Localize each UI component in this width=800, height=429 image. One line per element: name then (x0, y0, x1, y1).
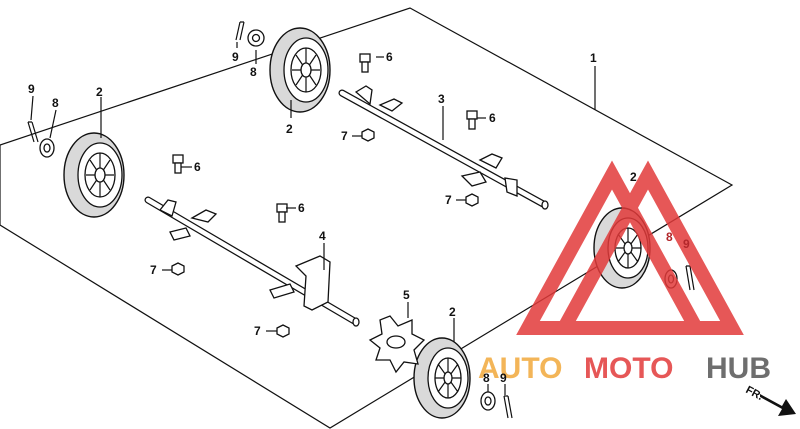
callout-3: 3 (438, 92, 445, 106)
callout-2-upper: 2 (286, 122, 293, 136)
watermark-triangle-right (552, 160, 744, 335)
callout-9-right: 9 (683, 237, 690, 251)
wheel-left (63, 132, 125, 218)
callout-6-left: 6 (194, 160, 201, 174)
callout-9-upper: 9 (232, 50, 239, 64)
callout-7-mid: 7 (445, 193, 452, 207)
bolt-left (172, 154, 184, 174)
watermark-text-hub: HUB (706, 352, 771, 385)
nut-mid (465, 193, 479, 207)
star-plate-hole (386, 335, 406, 349)
callout-9-bottom: 9 (500, 371, 507, 385)
cotter-pin-bottom (503, 395, 513, 419)
cotter-pin-right (685, 265, 695, 291)
nut-upper (361, 128, 375, 142)
callout-labels: 1 2 2 2 2 3 4 5 6 6 6 6 7 7 7 7 8 8 8 8 … (28, 50, 690, 385)
watermark-text-auto: AUTO (478, 352, 562, 385)
callout-9-left: 9 (28, 82, 35, 96)
callout-7-left: 7 (150, 263, 157, 277)
rear-axle (144, 196, 360, 327)
callout-8-upper: 8 (250, 65, 257, 79)
callout-1: 1 (590, 51, 597, 65)
callout-8-bottom: 8 (483, 371, 490, 385)
callout-2-right: 2 (630, 170, 637, 184)
watermark-logo: AUTO MOTO HUB (478, 160, 771, 385)
callout-8-left: 8 (52, 96, 59, 110)
bolt-mid-right (466, 110, 478, 130)
nut-left (171, 262, 185, 276)
front-direction-label: FR. (744, 384, 765, 403)
bolt-top (359, 53, 371, 73)
callout-7-upper: 7 (341, 129, 348, 143)
assembly-outline (0, 7, 734, 429)
callout-5: 5 (403, 288, 410, 302)
callout-2-bottom: 2 (449, 305, 456, 319)
front-direction-arrow-icon (760, 394, 796, 416)
wheel-upper (269, 27, 331, 113)
nut-bottom (276, 324, 290, 338)
callout-8-right: 8 (666, 230, 673, 244)
bolt-mid (276, 203, 288, 223)
callout-6-top: 6 (386, 50, 393, 64)
callout-6-mid: 6 (298, 201, 305, 215)
front-axle (338, 85, 549, 210)
cotter-pin-left (27, 121, 39, 143)
wheel-bottom (413, 337, 471, 419)
callout-2-left: 2 (96, 85, 103, 99)
callout-4: 4 (319, 229, 326, 243)
callout-6-mid-right: 6 (489, 111, 496, 125)
watermark-text-moto: MOTO (584, 352, 673, 385)
cotter-pin-upper (235, 21, 245, 41)
leader-lines (30, 42, 596, 395)
callout-7-bottom: 7 (254, 324, 261, 338)
front-direction-indicator: FR. (744, 384, 796, 416)
